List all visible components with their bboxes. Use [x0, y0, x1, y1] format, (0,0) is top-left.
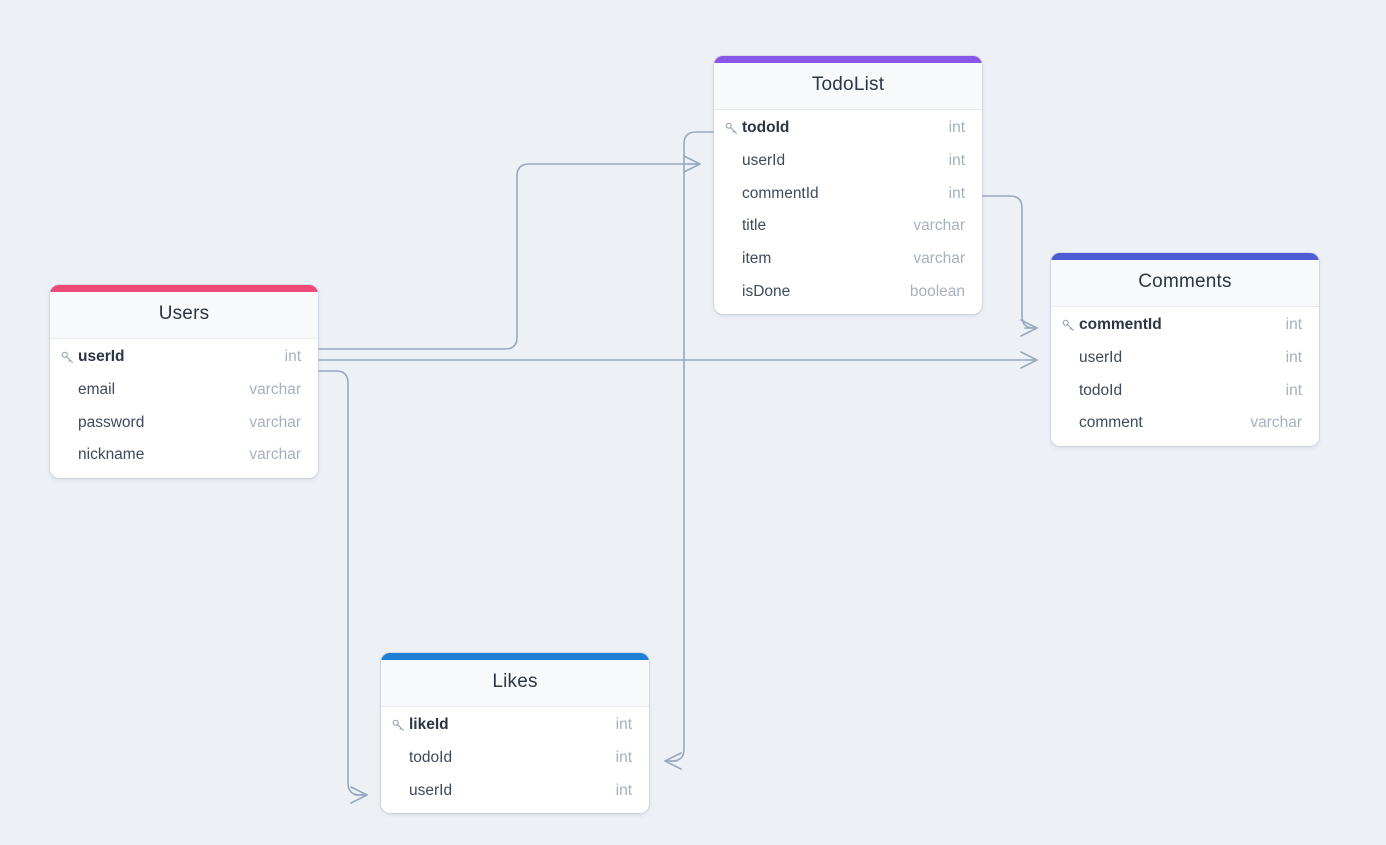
- field-name: commentId: [1079, 316, 1162, 334]
- key-icon: [392, 719, 409, 732]
- field-name: userId: [1079, 349, 1123, 367]
- field-name: userId: [409, 781, 453, 799]
- field-name: todoId: [409, 749, 453, 767]
- field-row[interactable]: item varchar: [714, 243, 982, 276]
- entity-title: TodoList: [714, 63, 982, 110]
- field-type: int: [615, 781, 632, 799]
- field-type: varchar: [249, 413, 301, 431]
- field-type: varchar: [913, 250, 965, 268]
- field-type: varchar: [249, 446, 301, 464]
- edge-users-comments: [317, 351, 1038, 369]
- field-row[interactable]: email varchar: [50, 374, 318, 407]
- entity-todolist[interactable]: TodoList todoId int userId int commentId int ti…: [714, 56, 982, 315]
- key-icon: [1062, 319, 1079, 332]
- field-row[interactable]: userId int: [1051, 342, 1319, 375]
- field-row[interactable]: likeId int: [381, 709, 649, 742]
- field-type: int: [948, 184, 965, 202]
- entity-field-list: likeId int todoId int userId int: [381, 707, 649, 813]
- field-type: varchar: [249, 381, 301, 399]
- entity-accent-bar: [1051, 253, 1319, 260]
- field-row[interactable]: isDone boolean: [714, 275, 982, 308]
- field-row[interactable]: userId int: [381, 774, 649, 807]
- key-icon: [725, 122, 742, 135]
- entity-likes[interactable]: Likes likeId int todoId int userId int: [381, 653, 649, 814]
- edge-todolist-comments: [981, 195, 1038, 337]
- field-name: isDone: [742, 282, 791, 300]
- field-name: likeId: [409, 716, 449, 734]
- field-row[interactable]: commentId int: [1051, 309, 1319, 342]
- edge-users-likes: [317, 370, 368, 804]
- field-name: item: [742, 250, 772, 268]
- entity-accent-bar: [714, 56, 982, 63]
- field-type: int: [615, 716, 632, 734]
- field-type: int: [1285, 316, 1302, 334]
- field-type: int: [615, 749, 632, 767]
- field-row[interactable]: nickname varchar: [50, 439, 318, 472]
- entity-title: Comments: [1051, 260, 1319, 307]
- entity-users[interactable]: Users userId int email varchar password varcha…: [50, 285, 318, 478]
- entity-accent-bar: [50, 285, 318, 292]
- field-row[interactable]: todoId int: [1051, 374, 1319, 407]
- field-type: varchar: [913, 217, 965, 235]
- entity-title: Likes: [381, 660, 649, 707]
- entity-field-list: commentId int userId int todoId int comment var…: [1051, 307, 1319, 446]
- field-type: int: [1285, 381, 1302, 399]
- field-name: email: [78, 381, 116, 399]
- entity-field-list: todoId int userId int commentId int title varch…: [714, 110, 982, 314]
- field-type: int: [284, 348, 301, 366]
- field-type: int: [948, 119, 965, 137]
- field-name: commentId: [742, 184, 819, 202]
- field-name: nickname: [78, 446, 145, 464]
- field-row[interactable]: todoId int: [381, 742, 649, 775]
- field-row[interactable]: userId int: [50, 341, 318, 374]
- field-name: password: [78, 413, 145, 431]
- field-row[interactable]: commentId int: [714, 177, 982, 210]
- edge-users-todolist: [317, 155, 701, 350]
- entity-title: Users: [50, 292, 318, 339]
- field-name: title: [742, 217, 767, 235]
- field-type: int: [1285, 349, 1302, 367]
- field-name: userId: [742, 152, 786, 170]
- edge-todolist-likes: [664, 131, 715, 770]
- field-row[interactable]: title varchar: [714, 210, 982, 243]
- field-row[interactable]: comment varchar: [1051, 407, 1319, 440]
- field-type: boolean: [909, 282, 965, 300]
- field-type: varchar: [1250, 414, 1302, 432]
- field-row[interactable]: userId int: [714, 145, 982, 178]
- field-name: comment: [1079, 414, 1143, 432]
- field-name: userId: [78, 348, 125, 366]
- field-row[interactable]: password varchar: [50, 406, 318, 439]
- field-type: int: [948, 152, 965, 170]
- key-icon: [61, 351, 78, 364]
- field-name: todoId: [1079, 381, 1123, 399]
- field-row[interactable]: todoId int: [714, 112, 982, 145]
- field-name: todoId: [742, 119, 790, 137]
- entity-accent-bar: [381, 653, 649, 660]
